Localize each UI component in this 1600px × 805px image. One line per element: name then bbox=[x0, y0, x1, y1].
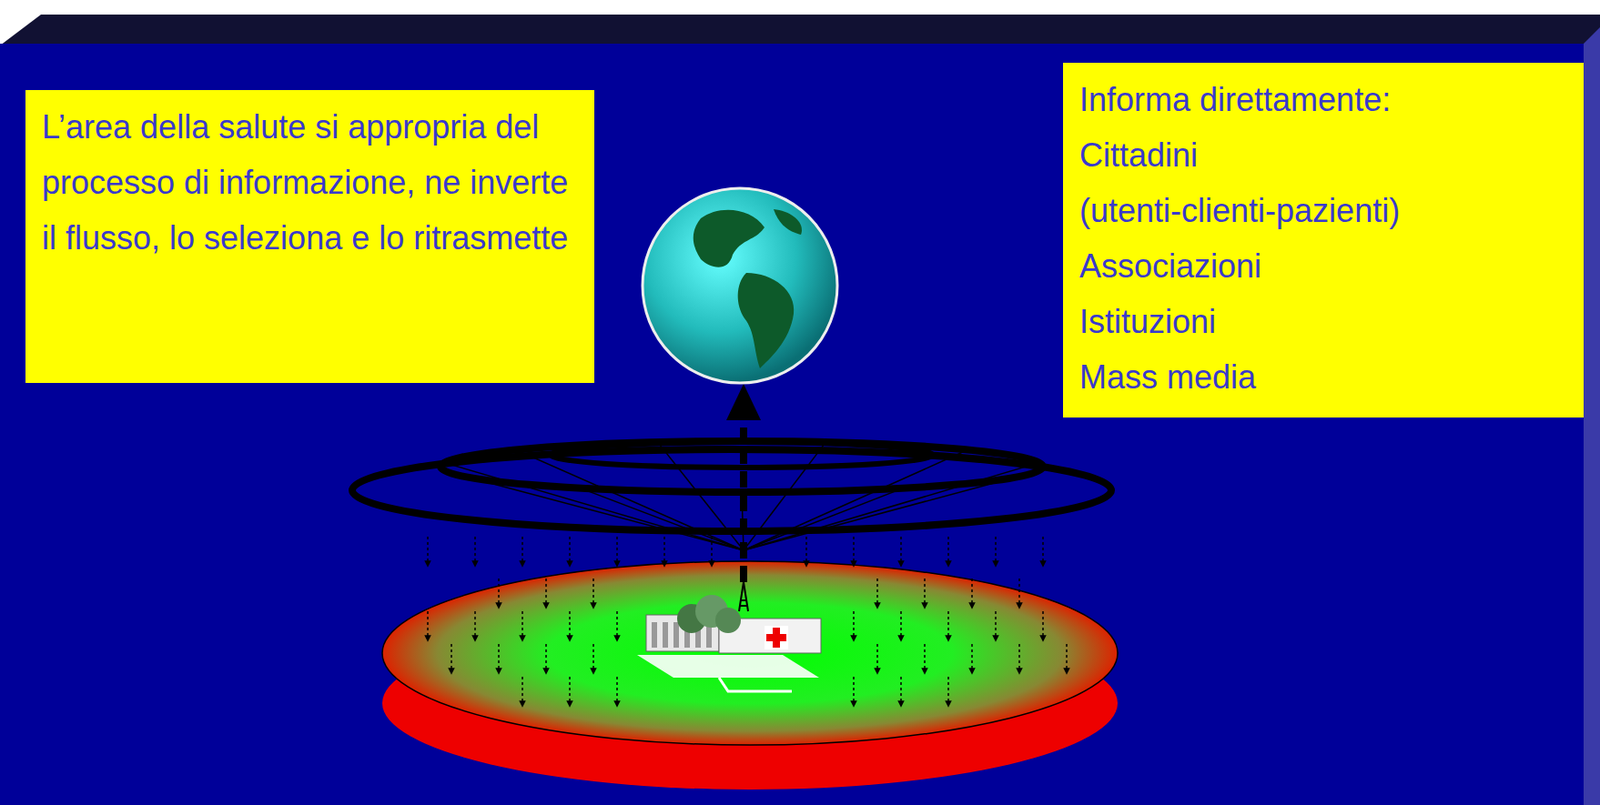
dashed-arrow bbox=[947, 536, 950, 565]
dashed-arrow bbox=[900, 536, 902, 565]
window bbox=[651, 622, 658, 649]
dashed-arrow bbox=[947, 677, 950, 705]
dashed-arrow bbox=[900, 611, 902, 639]
box-text: Informa direttamente: bbox=[1079, 71, 1568, 128]
dashed-arrow bbox=[876, 644, 879, 672]
dashed-arrow bbox=[994, 536, 997, 565]
dashed-arrow bbox=[1018, 578, 1021, 607]
dish-spoke bbox=[516, 449, 744, 551]
dish-spoke bbox=[743, 477, 1014, 551]
box-text: Associazioni bbox=[1079, 238, 1568, 294]
dish-spoke bbox=[743, 463, 1040, 551]
dashed-arrow bbox=[497, 578, 500, 607]
dashed-arrow bbox=[426, 611, 429, 639]
dashed-arrow bbox=[474, 536, 476, 565]
dashed-arrow bbox=[592, 578, 595, 607]
dashed-arrow bbox=[545, 644, 547, 672]
dashed-arrow bbox=[616, 536, 618, 565]
dashed-arrow bbox=[947, 611, 950, 639]
dish-spoke bbox=[658, 442, 744, 551]
window bbox=[662, 622, 669, 649]
dashed-arrow bbox=[497, 644, 500, 672]
dashed-arrow bbox=[876, 578, 879, 607]
information-arrows bbox=[427, 536, 1067, 705]
dashed-arrow bbox=[545, 578, 547, 607]
dish-spoke bbox=[469, 477, 744, 551]
hospital-icon bbox=[637, 582, 821, 692]
dashed-arrow bbox=[923, 578, 926, 607]
dashed-arrow bbox=[852, 536, 855, 565]
box-text: Mass media bbox=[1079, 349, 1568, 406]
dashed-arrow bbox=[663, 536, 666, 565]
dashed-arrow bbox=[900, 677, 902, 705]
dashed-arrow bbox=[994, 611, 997, 639]
dashed-arrow bbox=[923, 644, 926, 672]
box-text: Cittadini bbox=[1079, 127, 1568, 183]
dashed-arrow bbox=[592, 644, 595, 672]
dashed-arrow bbox=[568, 536, 571, 565]
dashed-arrow bbox=[426, 536, 429, 565]
dashed-arrow bbox=[1042, 536, 1044, 565]
dashed-arrow bbox=[852, 677, 855, 705]
callout-box: Informa direttamente:Cittadini(utenti-cl… bbox=[1063, 62, 1584, 418]
dashed-arrow bbox=[971, 644, 973, 672]
box-text: L’area della salute si appropria del pro… bbox=[41, 99, 578, 266]
dashed-arrow bbox=[971, 578, 973, 607]
dashed-arrow bbox=[1042, 611, 1044, 639]
dashed-arrow bbox=[1065, 644, 1068, 672]
slide-ground bbox=[0, 43, 1584, 805]
globe-icon bbox=[642, 188, 838, 384]
box-text: Istituzioni bbox=[1079, 293, 1568, 350]
dashed-arrow bbox=[521, 536, 524, 565]
callout-box: L’area della salute si appropria del pro… bbox=[25, 90, 595, 384]
box-text: (utenti-clienti-pazienti) bbox=[1079, 182, 1568, 239]
dashed-arrow bbox=[616, 611, 618, 639]
antenna-dish bbox=[352, 384, 1112, 583]
dashed-arrow bbox=[521, 677, 524, 705]
dashed-arrow bbox=[616, 677, 618, 705]
window bbox=[673, 622, 679, 649]
dashed-arrow bbox=[805, 536, 808, 565]
dashed-arrow bbox=[521, 611, 524, 639]
dish-spoke bbox=[444, 463, 744, 551]
dashed-arrow bbox=[568, 611, 571, 639]
dashed-arrow bbox=[450, 644, 453, 672]
dish-spoke bbox=[743, 449, 968, 551]
dashed-arrow bbox=[852, 611, 855, 639]
side-bevel bbox=[1583, 27, 1600, 805]
disc-top bbox=[382, 561, 1118, 746]
dashed-arrow bbox=[568, 677, 571, 705]
dashed-arrow bbox=[1018, 644, 1021, 672]
dashed-arrow bbox=[474, 611, 476, 639]
top-bevel bbox=[0, 14, 1600, 46]
dish-spoke bbox=[743, 488, 903, 551]
